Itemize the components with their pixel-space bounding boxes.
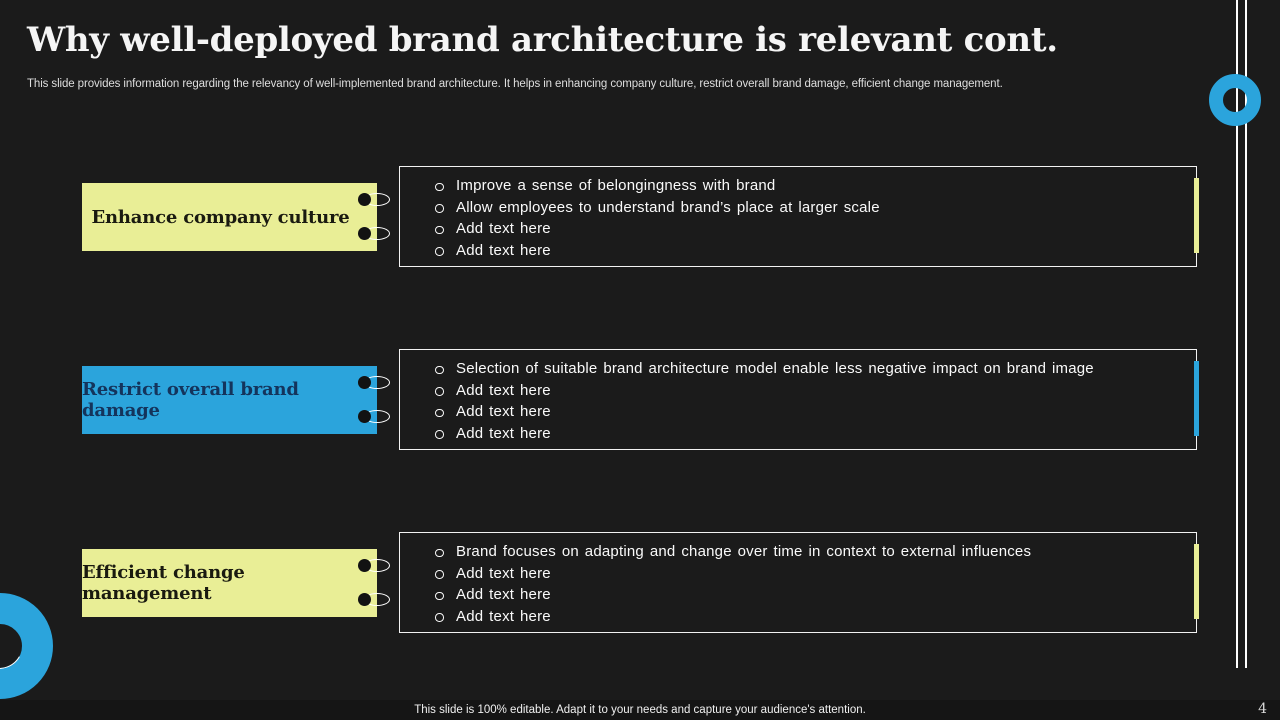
connector-dot-icon xyxy=(358,227,371,240)
category-label-box: Restrict overall brand damage xyxy=(82,366,390,434)
category-label: Restrict overall brand damage xyxy=(82,379,299,421)
slide-description: This slide provides information regardin… xyxy=(27,78,1003,90)
page-number: 4 xyxy=(1258,701,1267,717)
content-row-efficient-change-management: Brand focuses on adapting and change ove… xyxy=(0,532,1280,634)
footer-band: This slide is 100% editable. Adapt it to… xyxy=(0,700,1280,720)
connector-dot-icon xyxy=(358,193,371,206)
connector-dot-icon xyxy=(358,410,371,423)
panel-accent-bar xyxy=(1194,361,1199,436)
bullet-item: Add text here xyxy=(434,380,1184,402)
bullet-item: Add text here xyxy=(434,584,1184,606)
category-label-box: Enhance company culture xyxy=(82,183,390,251)
content-row-enhance-company-culture: Improve a sense of belongingness with br… xyxy=(0,166,1280,268)
bullet-item: Add text here xyxy=(434,606,1184,628)
category-label: Efficient change management xyxy=(82,562,245,604)
connector-dot-icon xyxy=(358,559,371,572)
vertical-divider-line-right xyxy=(1245,0,1247,668)
bullet-panel: Brand focuses on adapting and change ove… xyxy=(399,532,1199,633)
vertical-divider-line-left xyxy=(1236,0,1238,668)
bullet-item: Add text here xyxy=(434,218,1184,240)
category-label: Enhance company culture xyxy=(91,206,350,228)
donut-ring-icon xyxy=(1209,74,1261,126)
bullet-panel: Selection of suitable brand architecture… xyxy=(399,349,1199,450)
bullet-item: Add text here xyxy=(434,401,1184,423)
page-title: Why well-deployed brand architecture is … xyxy=(27,20,1058,60)
bullet-list: Improve a sense of belongingness with br… xyxy=(400,167,1196,261)
bullet-list: Selection of suitable brand architecture… xyxy=(400,350,1196,444)
bullet-item: Selection of suitable brand architecture… xyxy=(434,358,1184,380)
bullet-item: Add text here xyxy=(434,240,1184,262)
category-label-box: Efficient change management xyxy=(82,549,390,617)
content-row-restrict-overall-brand-damage: Selection of suitable brand architecture… xyxy=(0,349,1280,451)
bullet-item: Add text here xyxy=(434,423,1184,445)
bullet-item: Improve a sense of belongingness with br… xyxy=(434,175,1184,197)
bullet-item: Brand focuses on adapting and change ove… xyxy=(434,541,1184,563)
bullet-list: Brand focuses on adapting and change ove… xyxy=(400,533,1196,627)
bullet-panel: Improve a sense of belongingness with br… xyxy=(399,166,1199,267)
connector-dot-icon xyxy=(358,593,371,606)
footer-note: This slide is 100% editable. Adapt it to… xyxy=(414,704,866,716)
panel-accent-bar xyxy=(1194,544,1199,619)
connector-dot-icon xyxy=(358,376,371,389)
bullet-item: Add text here xyxy=(434,563,1184,585)
panel-accent-bar xyxy=(1194,178,1199,253)
bullet-item: Allow employees to understand brand’s pl… xyxy=(434,197,1184,219)
